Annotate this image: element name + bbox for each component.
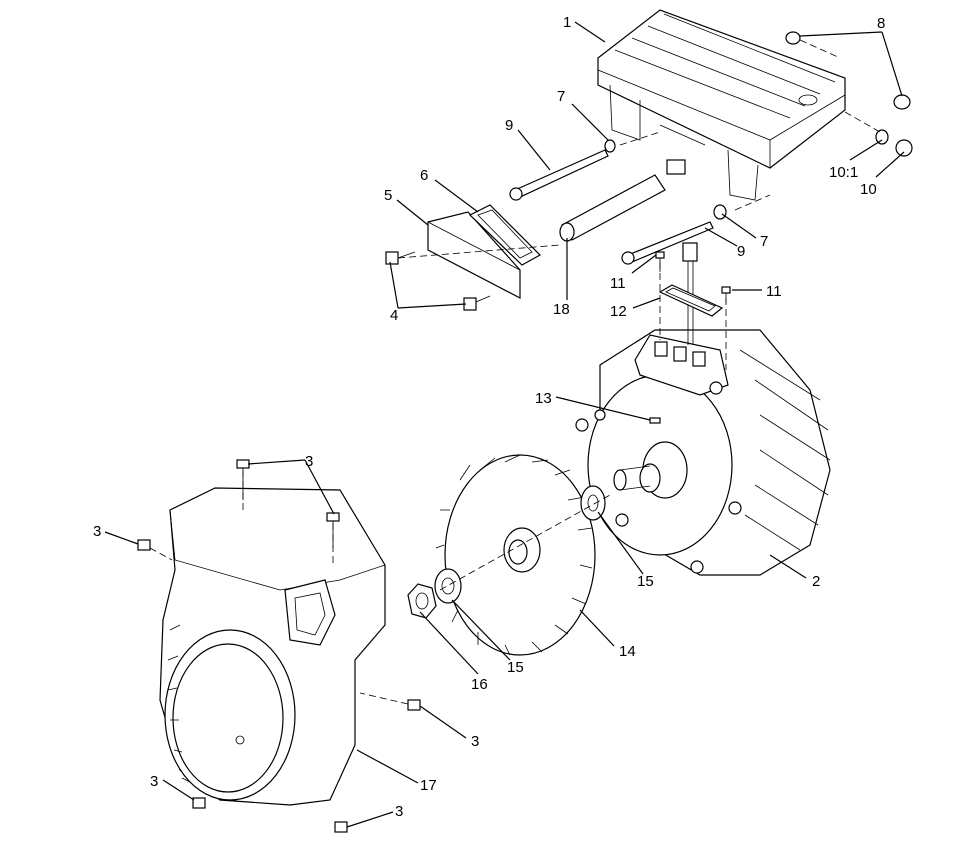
callout-11-right: 11: [766, 283, 782, 300]
rod-9-upper: [509, 149, 609, 201]
tube-18: [559, 174, 666, 242]
callout-9-upper: 9: [505, 117, 513, 134]
key-13: [649, 417, 661, 424]
washer-15-right: [580, 485, 606, 521]
callout-10-1: 10:1: [829, 164, 858, 181]
blower-housing: [159, 487, 386, 806]
washer-15-left: [434, 568, 462, 604]
nut-8-right: [893, 94, 911, 110]
callout-17: 17: [420, 777, 437, 794]
callout-11-left: 11: [610, 275, 626, 292]
plate-5: [427, 211, 521, 299]
connector-plug: [666, 159, 698, 345]
callout-9-lower: 9: [737, 243, 745, 260]
callout-16: 16: [471, 676, 488, 693]
callout-7-upper: 7: [557, 88, 565, 105]
spacer-7-lower: [713, 204, 727, 220]
gasket-6: [468, 204, 541, 266]
bolt-4-upper: [385, 251, 416, 265]
callout-4: 4: [390, 307, 398, 324]
motor: [575, 329, 831, 576]
gasket-12: [658, 284, 724, 317]
callout-14: 14: [619, 643, 636, 660]
screw-3-left: [137, 539, 173, 561]
flywheel-fan: [435, 454, 596, 656]
callout-labels: 1 8 7 9 6 5 4 18 7 9 10 10:1 11 11 12 13…: [93, 14, 885, 820]
callout-10: 10: [860, 181, 877, 198]
callout-18: 18: [553, 301, 570, 318]
callout-8: 8: [877, 15, 885, 32]
bolt-4-lower: [463, 295, 491, 311]
screw-3-bottom-left: [192, 797, 206, 809]
callout-5: 5: [384, 187, 392, 204]
callout-15-right: 15: [637, 573, 654, 590]
spacer-7-upper: [604, 139, 616, 153]
assembly-centerlines: [242, 39, 881, 591]
controller-heatsink: [597, 9, 846, 201]
nut-10: [895, 139, 913, 157]
washer-10-1: [875, 129, 889, 145]
callout-6: 6: [420, 167, 428, 184]
callout-12: 12: [610, 303, 627, 320]
callout-3-left: 3: [93, 523, 101, 540]
callout-3-bottom-left: 3: [150, 773, 158, 790]
nut-8-top: [785, 31, 801, 45]
callout-3-right: 3: [471, 733, 479, 750]
callout-3-top: 3: [305, 453, 313, 470]
screw-3-bottom: [334, 821, 348, 833]
screw-3-right: [359, 692, 421, 711]
callout-1: 1: [563, 14, 571, 31]
callout-2: 2: [812, 573, 820, 590]
callout-15-left: 15: [507, 659, 524, 676]
callout-3-bottom: 3: [395, 803, 403, 820]
rod-9-lower: [621, 221, 714, 265]
callout-7-lower: 7: [760, 233, 768, 250]
leader-lines: [104, 21, 905, 828]
nut-16: [407, 583, 437, 619]
callout-13: 13: [535, 390, 552, 407]
